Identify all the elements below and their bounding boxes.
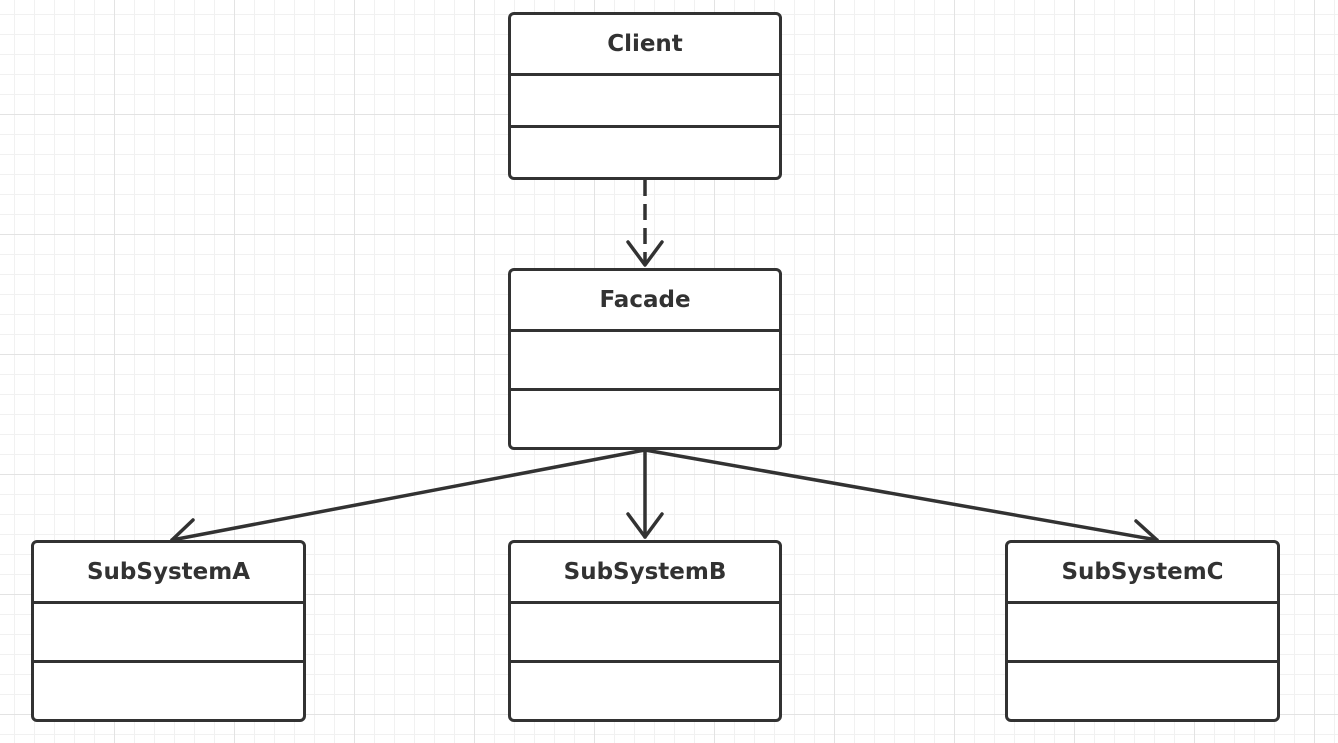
class-name-subsystem-b: SubSystemB	[511, 543, 779, 604]
dependency-arrowhead-facade	[626, 240, 664, 267]
methods-compartment-subsystem-c	[1008, 663, 1277, 719]
class-box-client[interactable]: Client	[508, 12, 782, 180]
methods-compartment-subsystem-b	[511, 663, 779, 719]
methods-compartment-client	[511, 128, 779, 177]
class-name-client: Client	[511, 15, 779, 76]
association-line-facade-subsystem-c	[643, 448, 1159, 542]
class-box-subsystem-c[interactable]: SubSystemC	[1005, 540, 1280, 722]
class-box-subsystem-a[interactable]: SubSystemA	[31, 540, 306, 722]
attributes-compartment-client	[511, 76, 779, 128]
association-line-facade-subsystem-a	[170, 448, 647, 542]
class-name-facade: Facade	[511, 271, 779, 332]
class-box-subsystem-b[interactable]: SubSystemB	[508, 540, 782, 722]
attributes-compartment-subsystem-b	[511, 604, 779, 663]
association-arrowhead-subsystem-b	[626, 512, 664, 539]
attributes-compartment-subsystem-c	[1008, 604, 1277, 663]
class-name-subsystem-a: SubSystemA	[34, 543, 303, 604]
methods-compartment-subsystem-a	[34, 663, 303, 719]
attributes-compartment-subsystem-a	[34, 604, 303, 663]
attributes-compartment-facade	[511, 332, 779, 391]
methods-compartment-facade	[511, 391, 779, 447]
class-name-subsystem-c: SubSystemC	[1008, 543, 1277, 604]
class-box-facade[interactable]: Facade	[508, 268, 782, 450]
